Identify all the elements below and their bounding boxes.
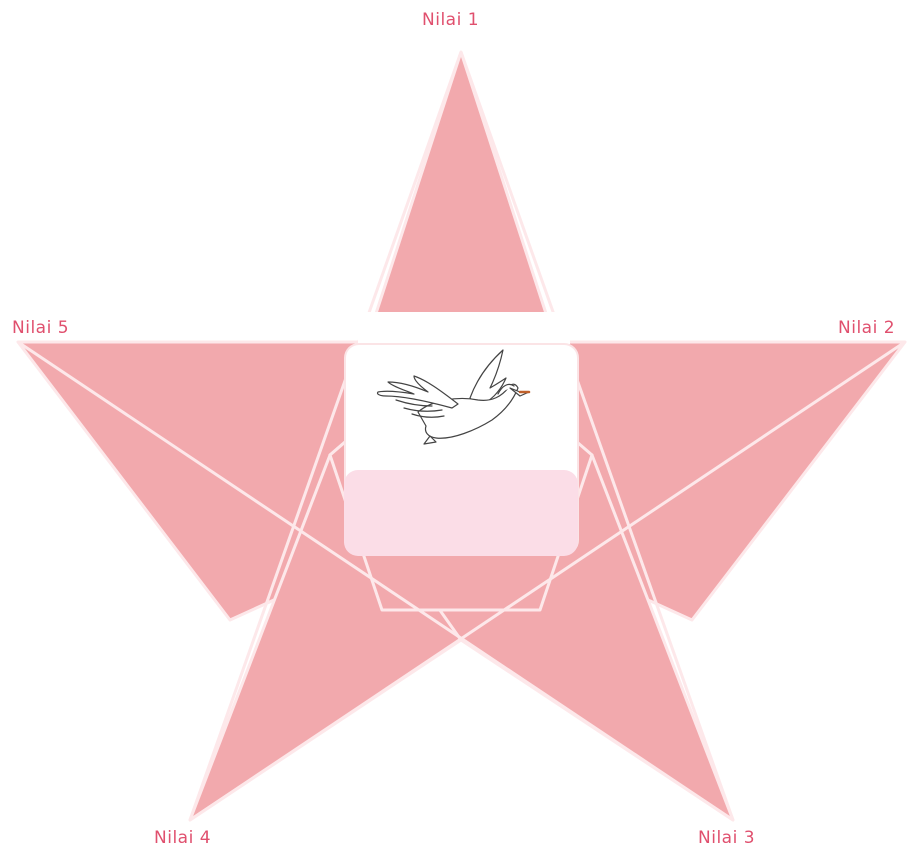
text-box	[344, 470, 578, 556]
label-nilai-5: Nilai 5	[12, 318, 69, 338]
label-nilai-4: Nilai 4	[154, 828, 211, 848]
label-nilai-2: Nilai 2	[838, 318, 895, 338]
label-nilai-3: Nilai 3	[698, 828, 755, 848]
label-nilai-1: Nilai 1	[422, 10, 479, 30]
